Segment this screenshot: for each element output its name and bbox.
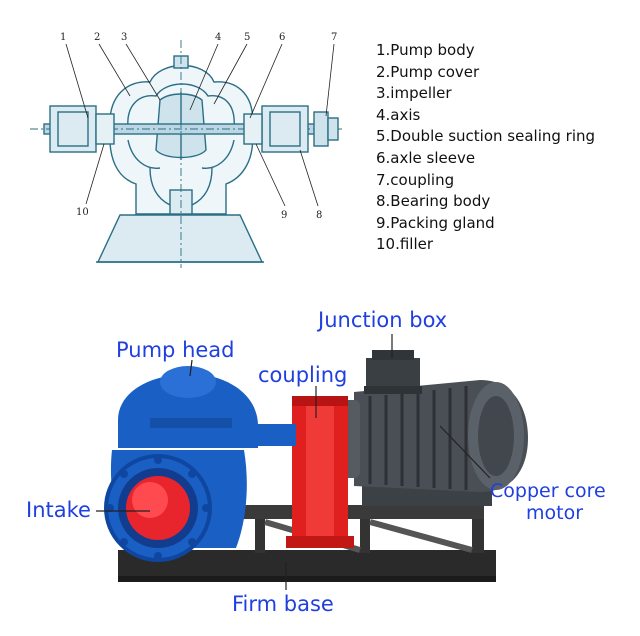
parts-legend-item: 4.axis — [376, 105, 421, 124]
diagram-coupling — [313, 111, 329, 147]
parts-legend-item: 9.Packing gland — [376, 213, 495, 232]
motor-label-line2: motor — [526, 502, 584, 524]
diagram-number-4: 4 — [215, 32, 221, 43]
diagram-number-5: 5 — [244, 32, 250, 43]
coupling-guard — [286, 396, 354, 548]
motor-label-line1: Copper core — [490, 480, 606, 502]
diagram-number-1: 1 — [60, 32, 66, 43]
parts-legend: 1.Pump body 2.Pump cover 3.impeller 4.ax… — [376, 40, 595, 256]
diagram-number-6: 6 — [279, 32, 285, 43]
split-case-pump — [104, 366, 296, 562]
diagram-right-bearing — [261, 105, 309, 153]
diagram-number-10: 10 — [76, 207, 89, 218]
parts-legend-item: 7.coupling — [376, 170, 455, 189]
parts-legend-item: 3.impeller — [376, 84, 452, 103]
junction-box — [366, 358, 420, 388]
parts-legend-item: 1.Pump body — [376, 41, 475, 59]
diagram-number-3: 3 — [121, 32, 127, 43]
diagram-number-7: 7 — [331, 32, 337, 43]
diagram-left-bearing — [49, 105, 97, 153]
parts-legend-item: 8.Bearing body — [376, 192, 491, 211]
parts-legend-item: 6.axle sleeve — [376, 148, 476, 167]
parts-legend-item: 5.Double suction sealing ring — [376, 127, 596, 146]
pump-motor-illustration — [96, 334, 528, 590]
parts-legend-item: 2.Pump cover — [376, 62, 480, 81]
diagram-number-8: 8 — [316, 210, 322, 221]
firm-base-label: Firm base — [232, 592, 334, 616]
diagram-base — [96, 214, 264, 263]
diagram-number-2: 2 — [94, 32, 100, 43]
intake-label: Intake — [26, 498, 91, 522]
diagram-number-9: 9 — [281, 210, 287, 221]
parts-legend-item: 10.filler — [376, 235, 434, 254]
coupling-label: coupling — [258, 363, 348, 387]
pump-cross-section-diagram: 1 2 3 4 5 6 7 8 9 10 — [30, 32, 345, 268]
pump-head-label: Pump head — [116, 338, 235, 362]
junction-box-label: Junction box — [318, 308, 448, 332]
